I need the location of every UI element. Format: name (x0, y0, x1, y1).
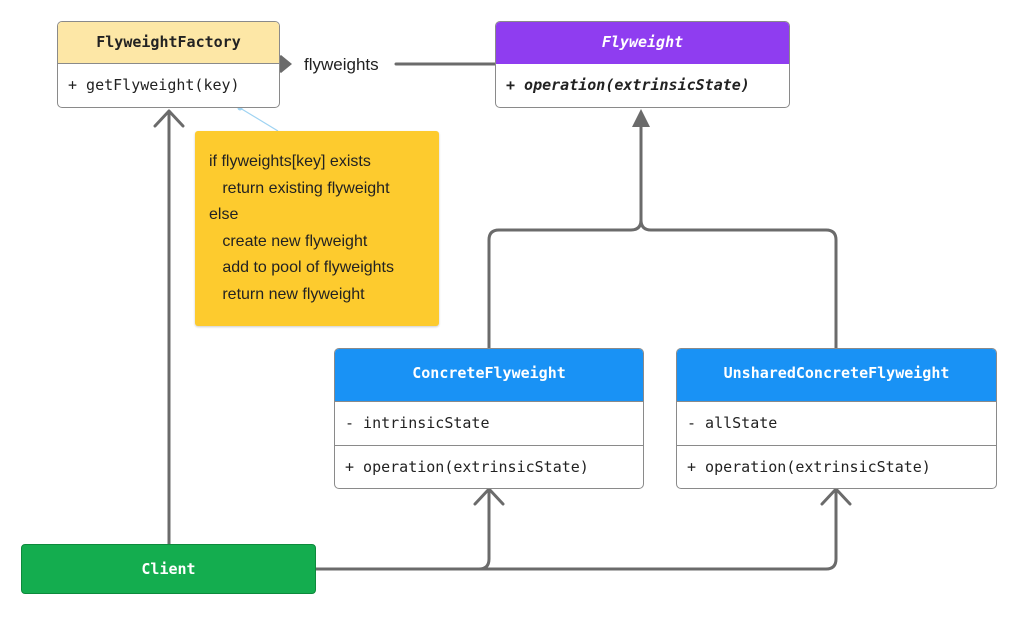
unshared-concrete-flyweight-class[interactable]: UnsharedConcreteFlyweight - allState + o… (676, 348, 997, 489)
note-line: if flyweights[key] exists (209, 153, 371, 170)
note-line: else (209, 206, 239, 223)
client-concrete-arrowhead (473, 487, 505, 506)
inherit-unshared-line (639, 218, 838, 350)
note-line: add to pool of flyweights (209, 259, 394, 276)
unshared-concrete-flyweight-field: - allState (677, 402, 996, 446)
concrete-flyweight-name: ConcreteFlyweight (335, 349, 643, 402)
unshared-concrete-flyweight-name: UnsharedConcreteFlyweight (677, 349, 996, 402)
concrete-flyweight-class[interactable]: ConcreteFlyweight - intrinsicState + ope… (334, 348, 644, 489)
flyweight-method: + operation(extrinsicState) (506, 76, 750, 94)
concrete-flyweight-method: + operation(extrinsicState) (345, 458, 589, 476)
note-line: return new flyweight (209, 285, 365, 303)
client-factory-arrowhead (153, 109, 185, 128)
flyweight-factory-class[interactable]: FlyweightFactory + getFlyweight(key) (57, 21, 280, 108)
client-class[interactable]: Client (21, 544, 316, 594)
note-line: return existing flyweight (209, 179, 390, 197)
note-line: create new flyweight (209, 232, 368, 250)
unshared-concrete-flyweight-method: + operation(extrinsicState) (687, 458, 931, 476)
client-unshared-arrowhead (820, 487, 852, 506)
flyweight-name: Flyweight (496, 22, 789, 64)
flyweight-class[interactable]: Flyweight + operation(extrinsicState) (495, 21, 790, 108)
pseudocode-note: if flyweights[key] exists return existin… (195, 131, 439, 326)
client-concrete-line (314, 488, 491, 571)
association-label: flyweights (304, 55, 379, 74)
flyweight-factory-method: + getFlyweight(key) (68, 76, 240, 94)
flyweight-factory-name: FlyweightFactory (58, 22, 279, 64)
inheritance-arrowhead (632, 109, 650, 127)
inherit-concrete-line (487, 125, 643, 350)
client-unshared-line (477, 488, 838, 571)
concrete-flyweight-field: - intrinsicState (335, 402, 643, 446)
note-connector (239, 107, 279, 132)
